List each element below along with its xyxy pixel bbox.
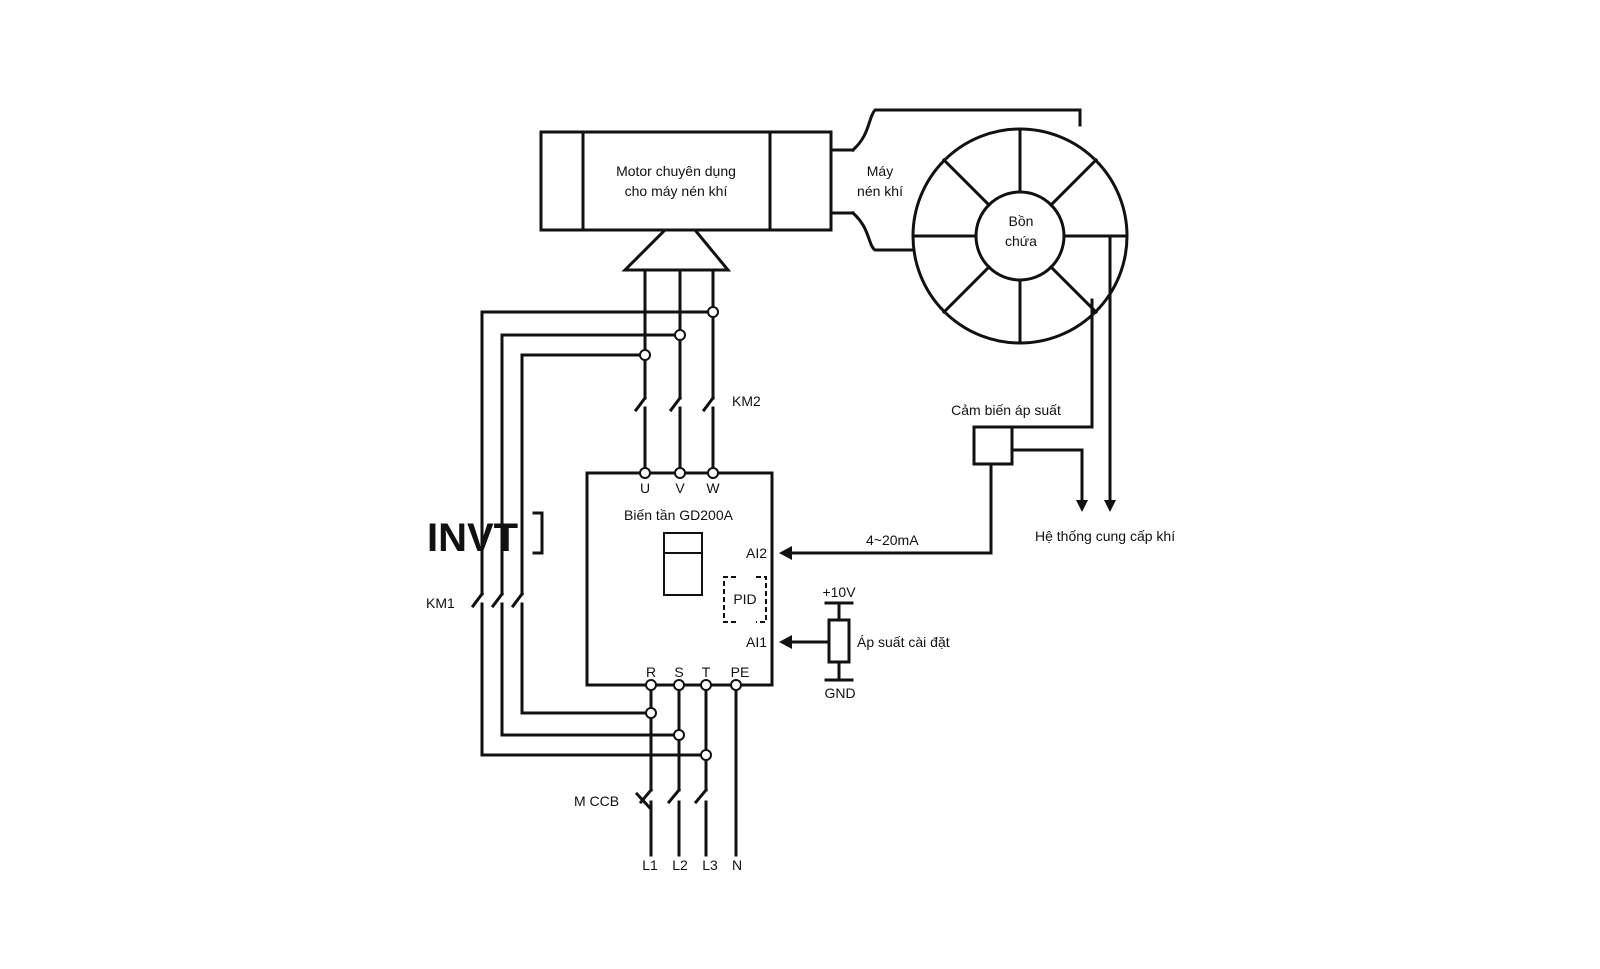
terminals: [639, 306, 742, 761]
motor-terminal-box: [621, 228, 732, 357]
ai1-label: AI1: [746, 634, 767, 650]
line-n: N: [732, 857, 742, 873]
inverter-label: Biến tần GD200A: [624, 507, 734, 523]
pid-label: PID: [733, 591, 756, 607]
compressor-label-line1: Máy: [867, 163, 893, 179]
inverter: Biến tần GD200A AI2 AI1 PID: [585, 471, 774, 687]
air-supply-pipes: Hệ thống cung cấp khí: [1010, 234, 1175, 544]
motor-label-line2: cho máy nén khí: [625, 183, 728, 199]
compressor-housing: Máy nén khí: [829, 108, 1082, 252]
motor-label-line1: Motor chuyên dụng: [616, 163, 736, 179]
setpoint-potentiometer: +10V GND Áp suất cài đặt: [779, 584, 950, 701]
tank-label-line2: chứa: [1005, 233, 1037, 249]
line-l3: L3: [702, 857, 718, 873]
ai2-label: AI2: [746, 545, 767, 561]
keypad-display: [663, 532, 703, 596]
km1-bypass-circuit: KM1 INVT: [426, 310, 715, 757]
sensor-label: Cảm biến áp suất: [951, 402, 1061, 418]
line-l1: L1: [642, 857, 658, 873]
gnd-label: GND: [824, 685, 855, 701]
output-terminals: U V W: [640, 480, 720, 496]
compressor-label-line2: nén khí: [857, 183, 903, 199]
mccb-circuit: M CCB L1 L2 L3 N: [574, 683, 742, 873]
terminal-r: R: [646, 664, 656, 680]
terminal-u: U: [640, 480, 650, 496]
terminal-pe: PE: [731, 664, 750, 680]
mccb-label: M CCB: [574, 793, 619, 809]
tank: Bồn chứa: [911, 127, 1129, 345]
brand-label: INVT: [427, 516, 518, 560]
signal-label: 4~20mA: [866, 532, 919, 548]
supply-label: Hệ thống cung cấp khí: [1035, 528, 1175, 544]
motor-block: Motor chuyên dụng cho máy nén khí: [539, 130, 833, 232]
terminal-v: V: [675, 480, 685, 496]
pressure-sensor: Cảm biến áp suất 4~20mA: [779, 402, 1061, 560]
km1-label: KM1: [426, 595, 455, 611]
supply-voltage-label: +10V: [822, 584, 856, 600]
line-l2: L2: [672, 857, 688, 873]
terminal-t: T: [702, 664, 711, 680]
terminal-s: S: [674, 664, 683, 680]
km2-label: KM2: [732, 393, 761, 409]
input-terminals: R S T PE: [646, 664, 749, 680]
terminal-w: W: [706, 480, 720, 496]
km2-circuit: KM2: [633, 310, 761, 475]
setpoint-label: Áp suất cài đặt: [857, 634, 950, 650]
tank-label-line1: Bồn: [1009, 213, 1034, 229]
